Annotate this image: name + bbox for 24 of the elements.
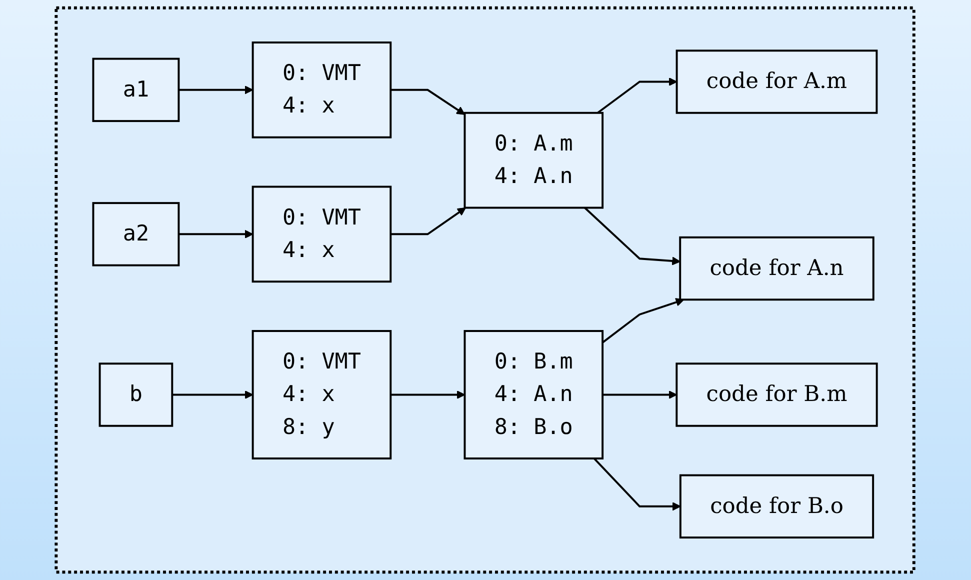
node-box: code for A.n — [680, 236, 875, 301]
node-box: 0: VMT 4: x 8: y — [252, 330, 392, 460]
arrow — [603, 390, 678, 400]
arrow — [391, 390, 466, 400]
arrow — [172, 390, 254, 400]
arrow — [179, 86, 254, 94]
node-box: 0: VMT 4: x — [252, 42, 392, 138]
node-box: code for B.o — [680, 474, 875, 538]
arrow — [584, 207, 681, 266]
arrow — [391, 207, 466, 236]
node-box: 0: VMT 4: x — [252, 186, 392, 283]
arrow — [594, 458, 682, 511]
node-box: code for B.m — [676, 362, 878, 427]
node-box: a1 — [92, 58, 180, 122]
node-box: code for A.m — [676, 50, 878, 114]
node-box: b — [99, 362, 174, 427]
arrow — [602, 298, 685, 344]
node-box: 0: A.m 4: A.n — [464, 112, 604, 209]
node-box: a2 — [92, 202, 180, 266]
cluster — [55, 6, 916, 574]
node-box: 0: B.m 4: A.n 8: B.o — [464, 330, 604, 460]
arrow — [598, 77, 678, 114]
arrow — [391, 88, 466, 115]
arrow — [179, 230, 254, 239]
